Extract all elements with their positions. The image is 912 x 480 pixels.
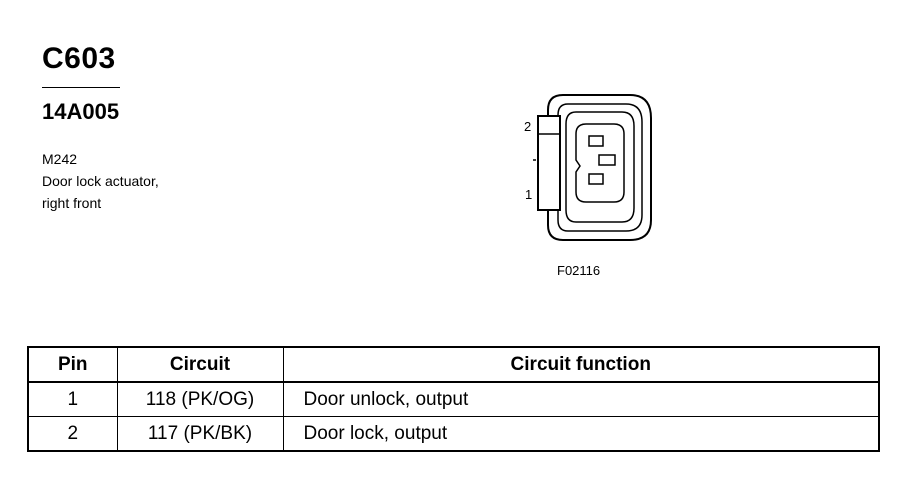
cell-function: Door lock, output xyxy=(282,416,880,452)
figure-code: F02116 xyxy=(557,263,601,278)
description-line-code: M242 xyxy=(42,151,78,167)
connector-cavity xyxy=(575,123,625,203)
connector-inner-shell xyxy=(565,111,635,223)
column-header-circuit: Circuit xyxy=(116,346,284,383)
table-header-row: Pin Circuit Circuit function xyxy=(27,346,880,383)
connector-id: C603 xyxy=(42,42,116,75)
connector-outer-housing xyxy=(547,94,652,241)
table-row: 1 118 (PK/OG) Door unlock, output xyxy=(27,381,880,417)
connector-description: M242 Door lock actuator, right front xyxy=(42,148,159,214)
cell-circuit: 118 (PK/OG) xyxy=(116,381,284,417)
column-header-pin: Pin xyxy=(27,346,118,383)
description-line-name: Door lock actuator, xyxy=(42,173,159,189)
connector-face-diagram xyxy=(533,94,652,241)
locking-tab xyxy=(537,115,561,211)
connector-middle-shell xyxy=(557,103,643,232)
part-number: 14A005 xyxy=(42,99,120,124)
cell-circuit: 117 (PK/BK) xyxy=(116,416,284,452)
pin-table: Pin Circuit Circuit function 1 118 (PK/O… xyxy=(27,346,880,452)
terminal-middle xyxy=(598,154,616,166)
pin-label-2: 2 xyxy=(524,119,532,134)
cell-pin: 2 xyxy=(27,416,118,452)
pin-label-1: 1 xyxy=(525,187,533,202)
cell-pin: 1 xyxy=(27,381,118,417)
cell-function: Door unlock, output xyxy=(282,381,880,417)
description-line-location: right front xyxy=(42,195,102,211)
table-row: 2 117 (PK/BK) Door lock, output xyxy=(27,416,880,452)
terminal-upper xyxy=(588,135,604,147)
column-header-function: Circuit function xyxy=(282,346,880,383)
title-underline xyxy=(42,87,120,88)
terminal-lower xyxy=(588,173,604,185)
